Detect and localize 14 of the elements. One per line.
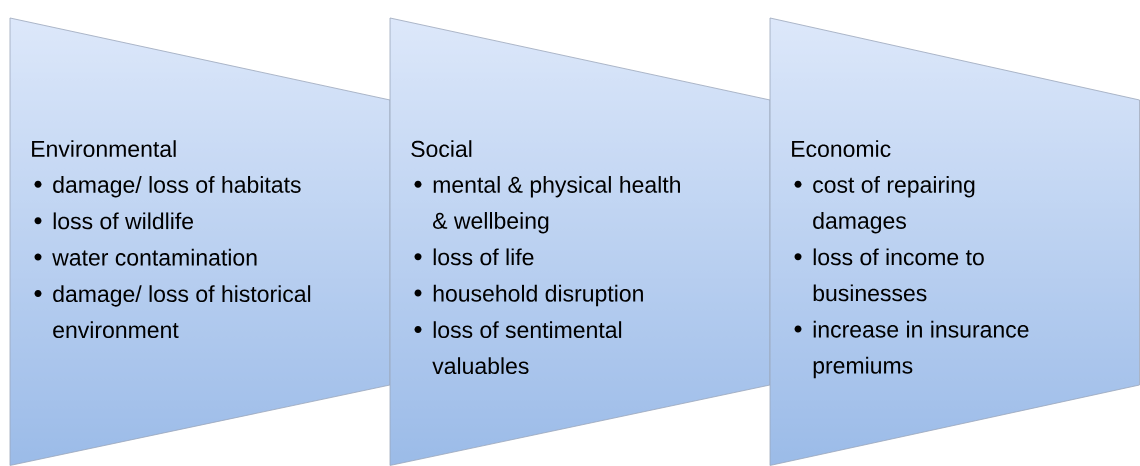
heading: Economic (792, 140, 891, 158)
bullet-item: damage/ loss of historical environment (53, 285, 311, 339)
bullet-item: increase in insurance premiums (813, 320, 1029, 379)
bullet-item: loss of wildlife (53, 212, 194, 230)
bullet-item: loss of sentimental valuables (432, 321, 622, 375)
funnel-panel (9, 17, 391, 466)
funnel-panel (769, 17, 1140, 466)
funnel-panel (389, 17, 771, 466)
heading: Social (411, 140, 472, 158)
bullet-item: loss of life (433, 248, 534, 266)
bullet-item: damage/ loss of habitats (53, 176, 301, 198)
heading: Environmental (32, 140, 176, 158)
bullet-item: household disruption (433, 284, 643, 307)
bullet-item: water contamination (52, 248, 257, 266)
